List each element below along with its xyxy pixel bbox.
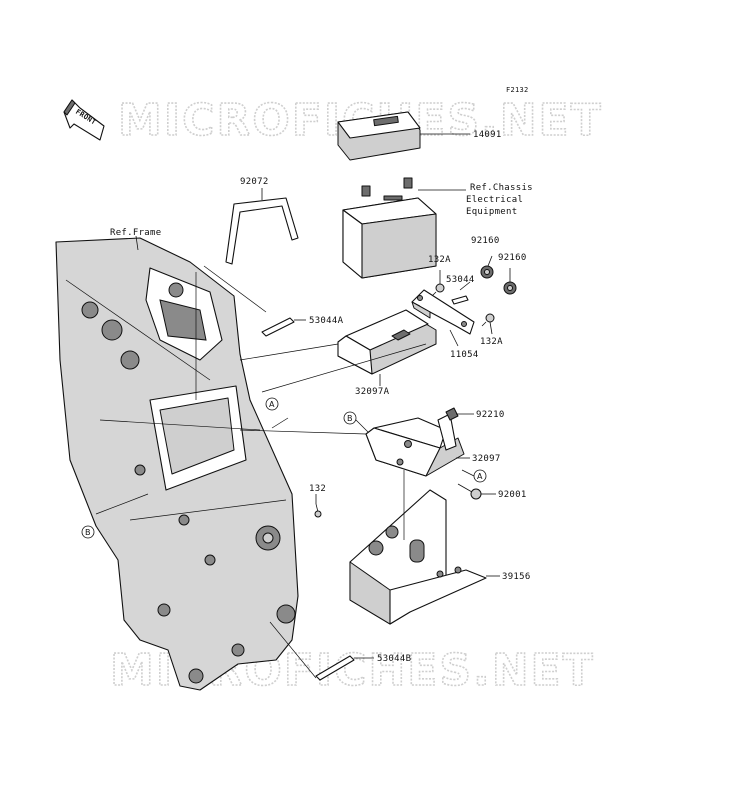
label-14091: 14091: [473, 130, 502, 140]
pin-53044b: [315, 655, 355, 681]
main-frame-part: [55, 237, 299, 691]
nut-92160a: [480, 265, 494, 279]
battery-case-32097a-part: [337, 309, 437, 375]
label-92210: 92210: [476, 410, 505, 420]
bolt-132a-bottom: [481, 313, 495, 327]
callout-a-bracket-text: A: [477, 472, 483, 481]
pin-53044a: [261, 317, 295, 337]
label-92072: 92072: [240, 177, 269, 187]
label-92160b: 92160: [498, 253, 527, 263]
callout-b-frame-text: B: [85, 528, 91, 537]
label-132a-top: 132A: [428, 255, 451, 265]
callout-b-frame: B: [81, 525, 95, 539]
label-132a-bottom: 132A: [480, 337, 503, 347]
label-32097a: 32097A: [355, 387, 390, 397]
bolt-132: [314, 503, 322, 518]
front-direction-icon: FRONT: [63, 99, 105, 141]
label-132: 132: [309, 484, 326, 494]
label-53044b: 53044B: [377, 654, 411, 664]
callout-a-frame-text: A: [269, 400, 275, 409]
label-11054: 11054: [450, 350, 479, 360]
label-32097: 32097: [472, 454, 501, 464]
nut-92160b: [503, 281, 517, 295]
label-ref-frame: Ref.Frame: [110, 228, 161, 238]
callout-a-frame: A: [265, 397, 279, 411]
label-ref-equipment: Equipment: [466, 207, 517, 217]
clip-92210: [445, 407, 459, 421]
callout-a-bracket: A: [461, 469, 487, 483]
bracket-11054-part: [411, 289, 475, 335]
label-53044: 53044: [446, 275, 475, 285]
label-92160a: 92160: [471, 236, 500, 246]
battery-cover-part: [337, 111, 421, 161]
callout-b-bracket: B: [343, 411, 369, 433]
battery-part: [342, 177, 437, 279]
callout-b-bracket-text: B: [347, 414, 353, 423]
label-ref-electrical: Electrical: [466, 195, 523, 205]
label-ref-chassis: Ref.Chassis: [470, 183, 533, 193]
bolt-92001: [457, 483, 482, 500]
label-53044a: 53044A: [309, 316, 344, 326]
figure-code: F2132: [506, 86, 529, 94]
holder-cover-39156-part: [349, 489, 487, 625]
battery-band-part: [225, 197, 299, 265]
pin-53044: [451, 295, 469, 305]
battery-case-32097-part: [365, 413, 465, 477]
label-92001: 92001: [498, 490, 527, 500]
label-39156: 39156: [502, 572, 531, 582]
assembly-guide-lines: [95, 265, 427, 679]
